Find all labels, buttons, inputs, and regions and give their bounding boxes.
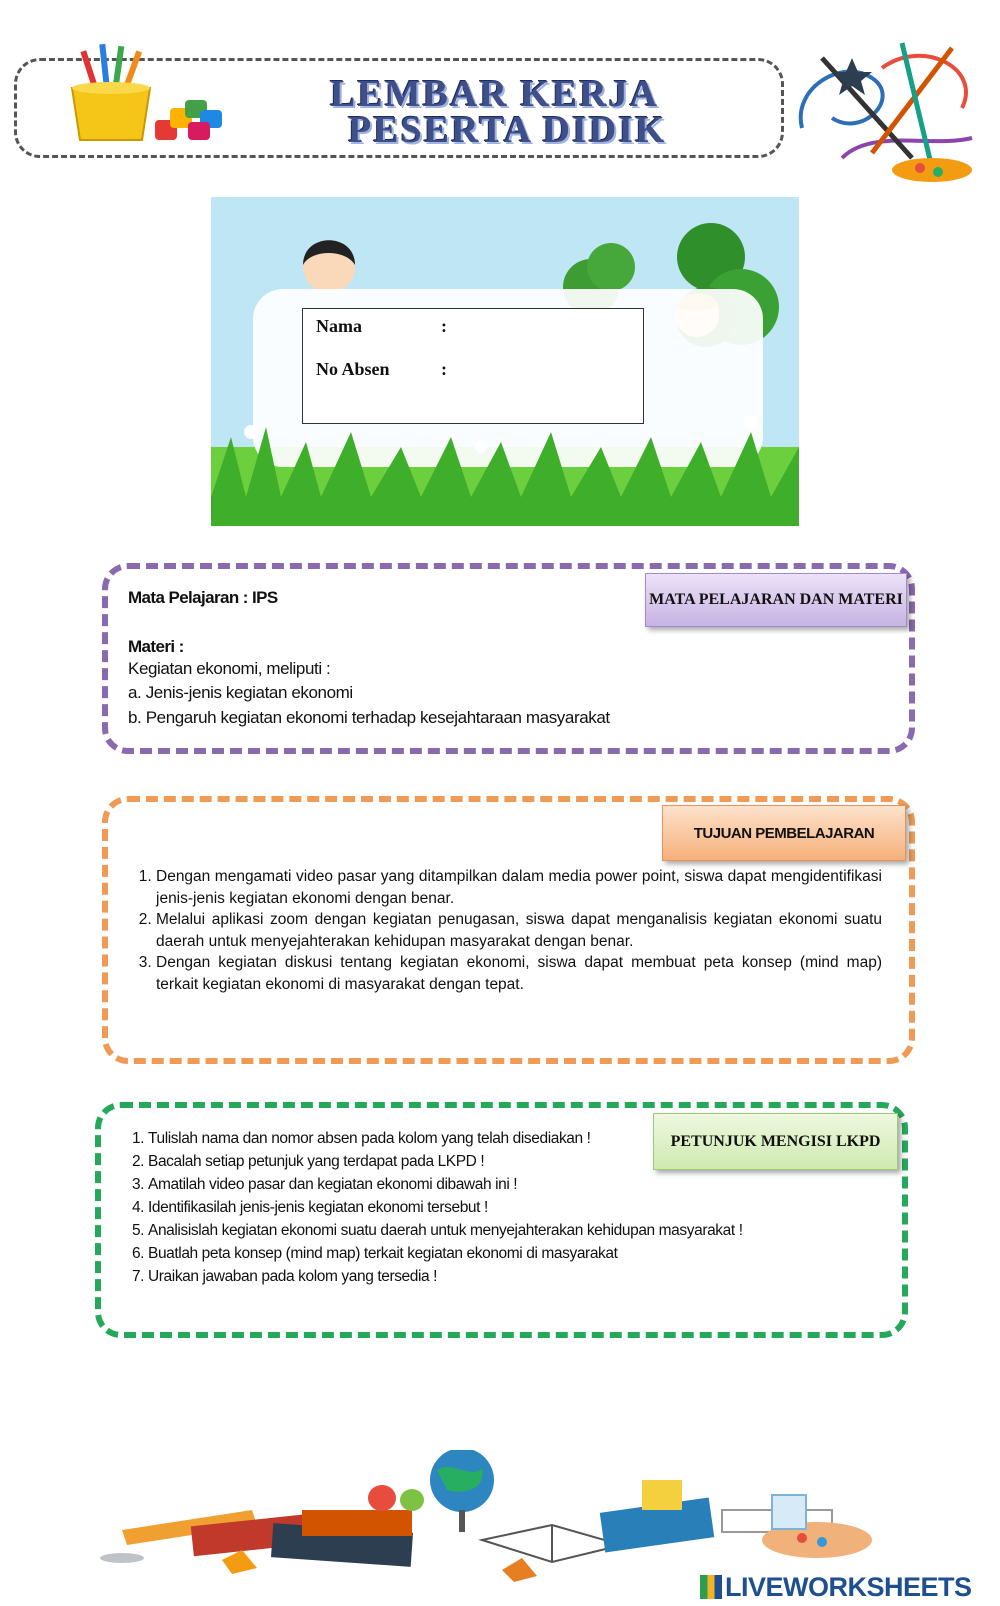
identity-box: Nama: No Absen:	[302, 308, 644, 424]
petunjuk-section-frame	[95, 1102, 908, 1338]
petunjuk-section-tag: PETUNJUK MENGISI LKPD	[653, 1113, 898, 1170]
worksheet-title-line1: LEMBAR KERJA	[330, 73, 660, 115]
list-item: Bacalah setiap petunjuk yang terdapat pa…	[148, 1150, 802, 1173]
list-item: Uraikan jawaban pada kolom yang tersedia…	[148, 1265, 802, 1288]
brand-mark-icon	[700, 1575, 722, 1599]
subject-line: Mata Pelajaran : IPS	[128, 588, 278, 607]
list-item: Tulislah nama dan nomor absen pada kolom…	[148, 1127, 802, 1150]
absen-separator: :	[441, 359, 447, 379]
name-field-row[interactable]: Nama:	[316, 316, 447, 337]
list-item: Dengan mengamati video pasar yang ditamp…	[156, 866, 882, 909]
absen-label: No Absen	[316, 359, 390, 379]
tujuan-section-frame	[102, 796, 915, 1064]
liveworksheets-logo: LIVEWORKSHEETS	[700, 1572, 972, 1603]
list-item: Analisislah kegiatan ekonomi suatu daera…	[148, 1219, 802, 1242]
header-frame	[14, 58, 784, 158]
worksheet-title-line2: PESERTA DIDIK	[348, 109, 667, 151]
art-supplies-illustration	[70, 43, 222, 141]
materi-line: a. Jenis-jenis kegiatan ekonomi	[128, 683, 353, 702]
school-supplies-illustration	[100, 1450, 872, 1582]
name-separator: :	[441, 316, 447, 336]
tujuan-section-tag: TUJUAN PEMBELAJARAN	[662, 805, 906, 861]
mapel-section-frame	[102, 563, 915, 754]
name-label: Nama	[316, 316, 362, 336]
materi-line: b. Pengaruh kegiatan ekonomi terhadap ke…	[128, 708, 610, 727]
paint-brushes-illustration	[798, 42, 973, 182]
list-item: Melalui aplikasi zoom dengan kegiatan pe…	[156, 909, 882, 952]
materi-line: Kegiatan ekonomi, meliputi :	[128, 659, 331, 678]
list-item: Identifikasilah jenis-jenis kegiatan eko…	[148, 1196, 802, 1219]
mapel-section-tag: MATA PELAJARAN DAN MATERI	[645, 573, 907, 627]
materi-heading: Materi :	[128, 637, 184, 656]
list-item: Amatilah video pasar dan kegiatan ekonom…	[148, 1173, 802, 1196]
brand-text: LIVEWORKSHEETS	[725, 1572, 972, 1602]
learning-objectives-list: Dengan mengamati video pasar yang ditamp…	[130, 866, 882, 995]
instructions-list: Tulislah nama dan nomor absen pada kolom…	[122, 1127, 802, 1288]
absen-field-row[interactable]: No Absen:	[316, 359, 447, 380]
list-item: Dengan kegiatan diskusi tentang kegiatan…	[156, 952, 882, 995]
list-item: Buatlah peta konsep (mind map) terkait k…	[148, 1242, 802, 1265]
